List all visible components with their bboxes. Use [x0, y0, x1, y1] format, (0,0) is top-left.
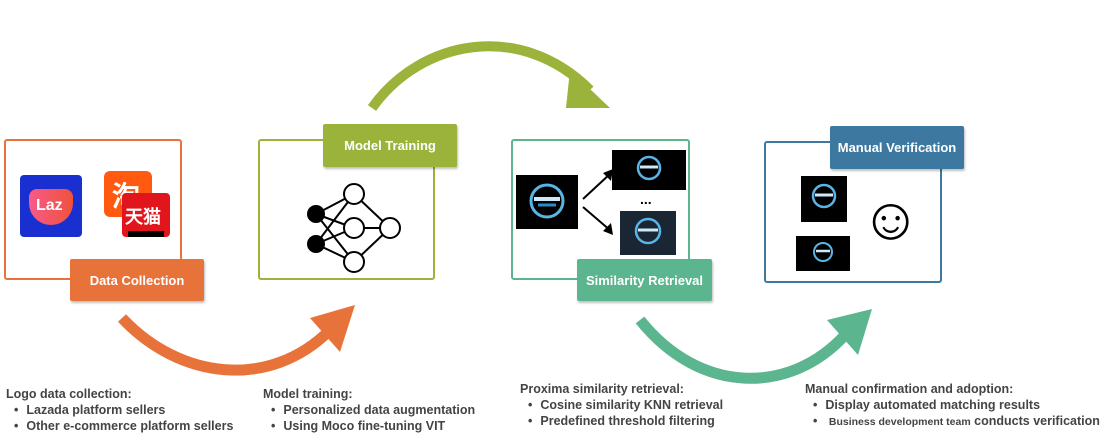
stage-label-data-collection: Data Collection	[70, 259, 204, 301]
arrow-head-teal	[827, 309, 872, 355]
result-logo-icon-2	[634, 217, 662, 245]
description-data-collection: Logo data collection: Lazada platform se…	[6, 386, 233, 434]
result-logo-image-2	[620, 211, 676, 255]
description-title: Model training:	[263, 387, 353, 401]
query-logo-image	[516, 175, 578, 229]
description-item: Cosine similarity KNN retrieval	[528, 397, 723, 413]
stage-label-model-training: Model Training	[323, 124, 457, 167]
description-title: Proxima similarity retrieval:	[520, 382, 684, 396]
candidate-logo-icon-1	[811, 183, 837, 209]
retrieval-arrows-icon	[582, 169, 613, 235]
lazada-logo-text: Laz	[36, 197, 63, 214]
description-item: Other e-commerce platform sellers	[14, 418, 233, 434]
arrow-head-green	[566, 70, 610, 108]
similarity-retrieval-box: ...	[511, 139, 690, 280]
candidate-logo-image-1	[801, 176, 847, 222]
query-logo-icon	[529, 183, 565, 219]
neural-network-icon	[307, 183, 401, 273]
description-item-large-text: conducts verification	[974, 414, 1100, 428]
stage-label-manual-verification: Manual Verification	[830, 126, 964, 169]
arrow-head-orange	[310, 305, 355, 352]
description-model-training: Model training: Personalized data augmen…	[263, 386, 475, 434]
description-title: Manual confirmation and adoption:	[805, 382, 1014, 396]
arrow-training-to-retrieval	[367, 41, 594, 111]
tmall-cat-ears-icon	[128, 231, 164, 237]
description-item: Business development team conducts verif…	[813, 413, 1100, 430]
description-manual-verification: Manual confirmation and adoption: Displa…	[805, 381, 1100, 430]
description-item: Predefined threshold filtering	[528, 413, 723, 429]
retrieval-ellipsis: ...	[640, 191, 652, 207]
arrow-collection-to-training	[117, 314, 334, 376]
description-item: Display automated matching results	[813, 397, 1100, 413]
description-item-small-text: Business development team	[828, 416, 971, 428]
candidate-logo-image-2	[796, 236, 850, 271]
result-logo-icon-1	[636, 155, 662, 181]
tmall-logo-text: 天猫	[125, 207, 161, 227]
heart-icon	[29, 189, 73, 225]
description-similarity-retrieval: Proxima similarity retrieval: Cosine sim…	[520, 381, 723, 429]
result-logo-image-1	[612, 150, 686, 190]
description-item: Using Moco fine-tuning VIT	[271, 418, 475, 434]
data-collection-box: Laz 淘 天猫	[4, 139, 182, 280]
description-title: Logo data collection:	[6, 387, 132, 401]
tmall-logo: 天猫	[122, 193, 170, 237]
lazada-logo: Laz	[20, 175, 82, 237]
arrow-retrieval-to-verification	[635, 316, 850, 384]
stage-label-similarity-retrieval: Similarity Retrieval	[577, 259, 712, 301]
description-item: Lazada platform sellers	[14, 402, 233, 418]
description-item: Personalized data augmentation	[271, 402, 475, 418]
candidate-logo-icon-2	[813, 242, 833, 262]
smiley-icon: ☺	[860, 185, 922, 252]
